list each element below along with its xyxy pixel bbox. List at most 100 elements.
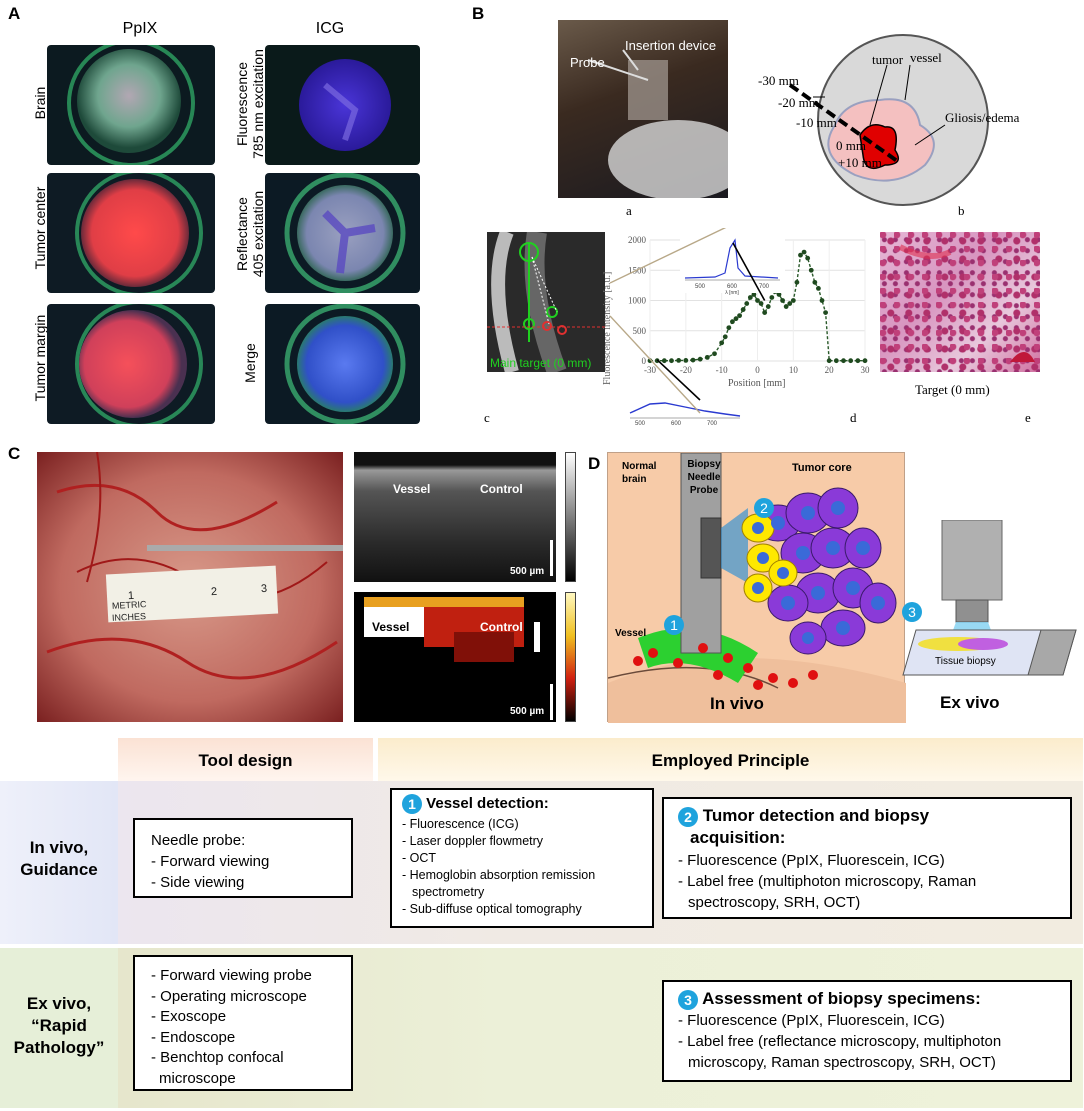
vessel-item-laser-doppler: - Laser doppler flowmetry [402, 834, 544, 848]
ex-vivo-diagram [902, 520, 1077, 676]
inset-bottom-spectrum [629, 402, 741, 417]
probe-line3: Probe [689, 485, 719, 496]
marker-1: 1 [664, 615, 684, 635]
y-tick-label: 500 [633, 326, 647, 336]
ppix-tumor-center-image [47, 173, 215, 293]
row-label-tumor-margin: Tumor margin [32, 314, 48, 402]
caption-c: c [484, 410, 490, 425]
panel-label-b: B [472, 4, 485, 23]
series-line [650, 251, 865, 362]
data-point [755, 298, 760, 303]
ex-vivo-label: Ex vivo [940, 693, 1000, 712]
data-point [740, 307, 746, 312]
biopsy-assessment-box: 3 Assessment of biopsy specimens: - Fluo… [662, 980, 1072, 1082]
inset-bottom-tick: 700 [707, 421, 718, 427]
excitation-405-label: 405 excitation [250, 190, 266, 278]
data-point [826, 358, 832, 364]
biopsy-item-label-free: - Label free (reflectance microscopy, mu… [678, 1033, 1002, 1050]
biopsy-item-label-free-line2: microscopy, Raman spectroscopy, SRH, OCT… [688, 1054, 996, 1071]
caption-d: d [850, 410, 857, 425]
panel-label-d: D [588, 454, 601, 473]
row-label-merge: Merge [242, 343, 258, 383]
normal-brain-line2: brain [622, 474, 647, 485]
needle-probe-item-forward: - Forward viewing [151, 853, 270, 870]
vessel-item-hemoglobin: - Hemoglobin absorption remission [402, 868, 596, 882]
tumor-item-fluorescence: - Fluorescence (PpIX, Fluorescein, ICG) [678, 852, 945, 869]
data-point [690, 357, 696, 363]
excitation-785-label: 785 nm excitation [250, 49, 266, 159]
tool-exoscope: - Exoscope [151, 1008, 227, 1025]
reflectance-label: Reflectance [234, 197, 250, 271]
data-point [769, 295, 775, 300]
data-point [719, 340, 725, 346]
fluorescence-label: Fluorescence [234, 61, 250, 147]
mri-image [487, 229, 605, 376]
oct-doppler-image [354, 592, 556, 722]
tumor-label: tumor [872, 52, 904, 67]
data-point [730, 319, 735, 325]
data-point [805, 255, 811, 261]
probe-line2: Needle [687, 472, 721, 483]
main-target-label: Main target (0 mm) [490, 356, 592, 370]
data-point [862, 358, 868, 364]
vessel-item-oct: - OCT [402, 851, 437, 865]
data-point [790, 298, 796, 303]
oct-structural-image [354, 452, 556, 582]
doppler-control-label: Control [480, 620, 523, 634]
in-vivo-row-line2: Guidance [20, 860, 98, 879]
ruler-label-3: 3 [260, 582, 268, 596]
data-point [737, 313, 742, 319]
in-vivo-row-line1: In vivo, [29, 838, 89, 857]
marker-2: 2 [754, 498, 774, 518]
depth-plus-10: +10 mm [838, 155, 882, 170]
surgical-field-photo [37, 451, 347, 722]
marker-3: 3 [902, 602, 922, 622]
data-point [841, 358, 846, 364]
vessel-label: vessel [910, 50, 942, 65]
data-point [669, 358, 674, 364]
data-point [676, 357, 682, 363]
peak-arrow [732, 242, 766, 301]
data-point [661, 358, 667, 364]
doppler-vessel-label: Vessel [372, 620, 410, 634]
depth-0: 0 mm [836, 138, 866, 153]
ex-vivo-row-line3: Pathology” [13, 1038, 105, 1057]
data-point [819, 298, 825, 303]
oct-scale-label: 500 µm [510, 566, 545, 577]
inset-bottom-tick: 600 [671, 421, 682, 427]
tool-benchtop-confocal: - Benchtop confocal [151, 1049, 284, 1066]
doppler-scale-label: 500 µm [510, 706, 545, 717]
data-point [783, 304, 789, 309]
inset-top-xlabel: λ [nm] [725, 290, 739, 296]
data-point [758, 301, 764, 306]
data-point [751, 292, 757, 297]
data-point [712, 351, 717, 357]
inset-top-tick: 500 [695, 284, 706, 290]
data-point [762, 310, 768, 315]
data-point [683, 357, 689, 363]
icg-header: ICG [315, 20, 345, 37]
caption-a: a [626, 203, 632, 218]
data-point [808, 267, 814, 273]
ppix-brain-image [47, 45, 215, 165]
merge-image [265, 304, 420, 424]
oct-vessel-label: Vessel [393, 482, 431, 496]
ex-vivo-row-label: Ex vivo, “Rapid Pathology” [0, 993, 118, 1059]
inset-top-spectrum [684, 238, 779, 279]
oct-control-label: Control [480, 482, 523, 496]
inset-top-tick: 700 [759, 284, 770, 290]
x-tick-label: -20 [680, 365, 692, 375]
data-point [812, 279, 818, 285]
data-point [722, 334, 728, 340]
baseline-arrow [656, 359, 701, 401]
x-tick-label: -30 [644, 365, 656, 375]
mri-link-bottom [610, 315, 701, 414]
tool-operating-microscope: - Operating microscope [151, 987, 307, 1005]
inset-top-tick: 600 [727, 284, 738, 290]
tool-forward-viewing-probe: - Forward viewing probe [151, 967, 312, 984]
row-label-fluorescence: Fluorescence 785 nm excitation [234, 49, 266, 159]
panel-label-c: C [8, 444, 21, 463]
tumor-core-label: Tumor core [792, 462, 852, 474]
x-tick-label: 30 [861, 365, 871, 375]
probe-label: Probe [570, 55, 605, 70]
